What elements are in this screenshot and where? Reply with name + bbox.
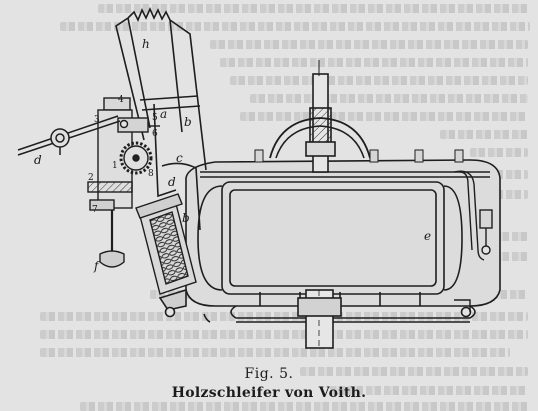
label-b-low: b	[182, 211, 190, 225]
feed-pipe-h	[115, 7, 207, 231]
drawing-labels: h a b c d d b e f 1 2 3 4 5 6 7 8	[34, 37, 431, 273]
side-pipe	[453, 170, 493, 312]
label-d-mid: d	[168, 175, 176, 189]
label-n5: 5	[152, 113, 158, 123]
figure-number: Fig. 5.	[244, 366, 294, 382]
label-n3: 3	[94, 115, 100, 125]
label-a-top: a	[160, 107, 167, 121]
top-bolts	[254, 149, 464, 163]
technical-drawing: h a b c d d b e f 1 2 3 4 5 6 7 8	[17, 7, 501, 349]
label-n1: 1	[112, 161, 118, 171]
label-n4: 4	[118, 95, 124, 105]
label-b-top: b	[184, 115, 192, 129]
figure-title: Holzschleifer von Voith.	[171, 385, 367, 401]
lever-arm	[17, 115, 121, 156]
main-vessel	[158, 159, 501, 323]
label-n2: 2	[88, 173, 94, 183]
spring-cylinder	[135, 193, 197, 295]
label-n7: 7	[92, 205, 98, 215]
label-e: e	[424, 229, 431, 243]
label-d-arm: d	[34, 153, 42, 167]
label-c: c	[176, 151, 183, 165]
vertical-shaft	[269, 60, 371, 349]
label-f: f	[93, 259, 101, 273]
label-n6: 6	[152, 129, 158, 139]
label-n8: 8	[148, 169, 154, 179]
label-h: h	[142, 37, 150, 51]
